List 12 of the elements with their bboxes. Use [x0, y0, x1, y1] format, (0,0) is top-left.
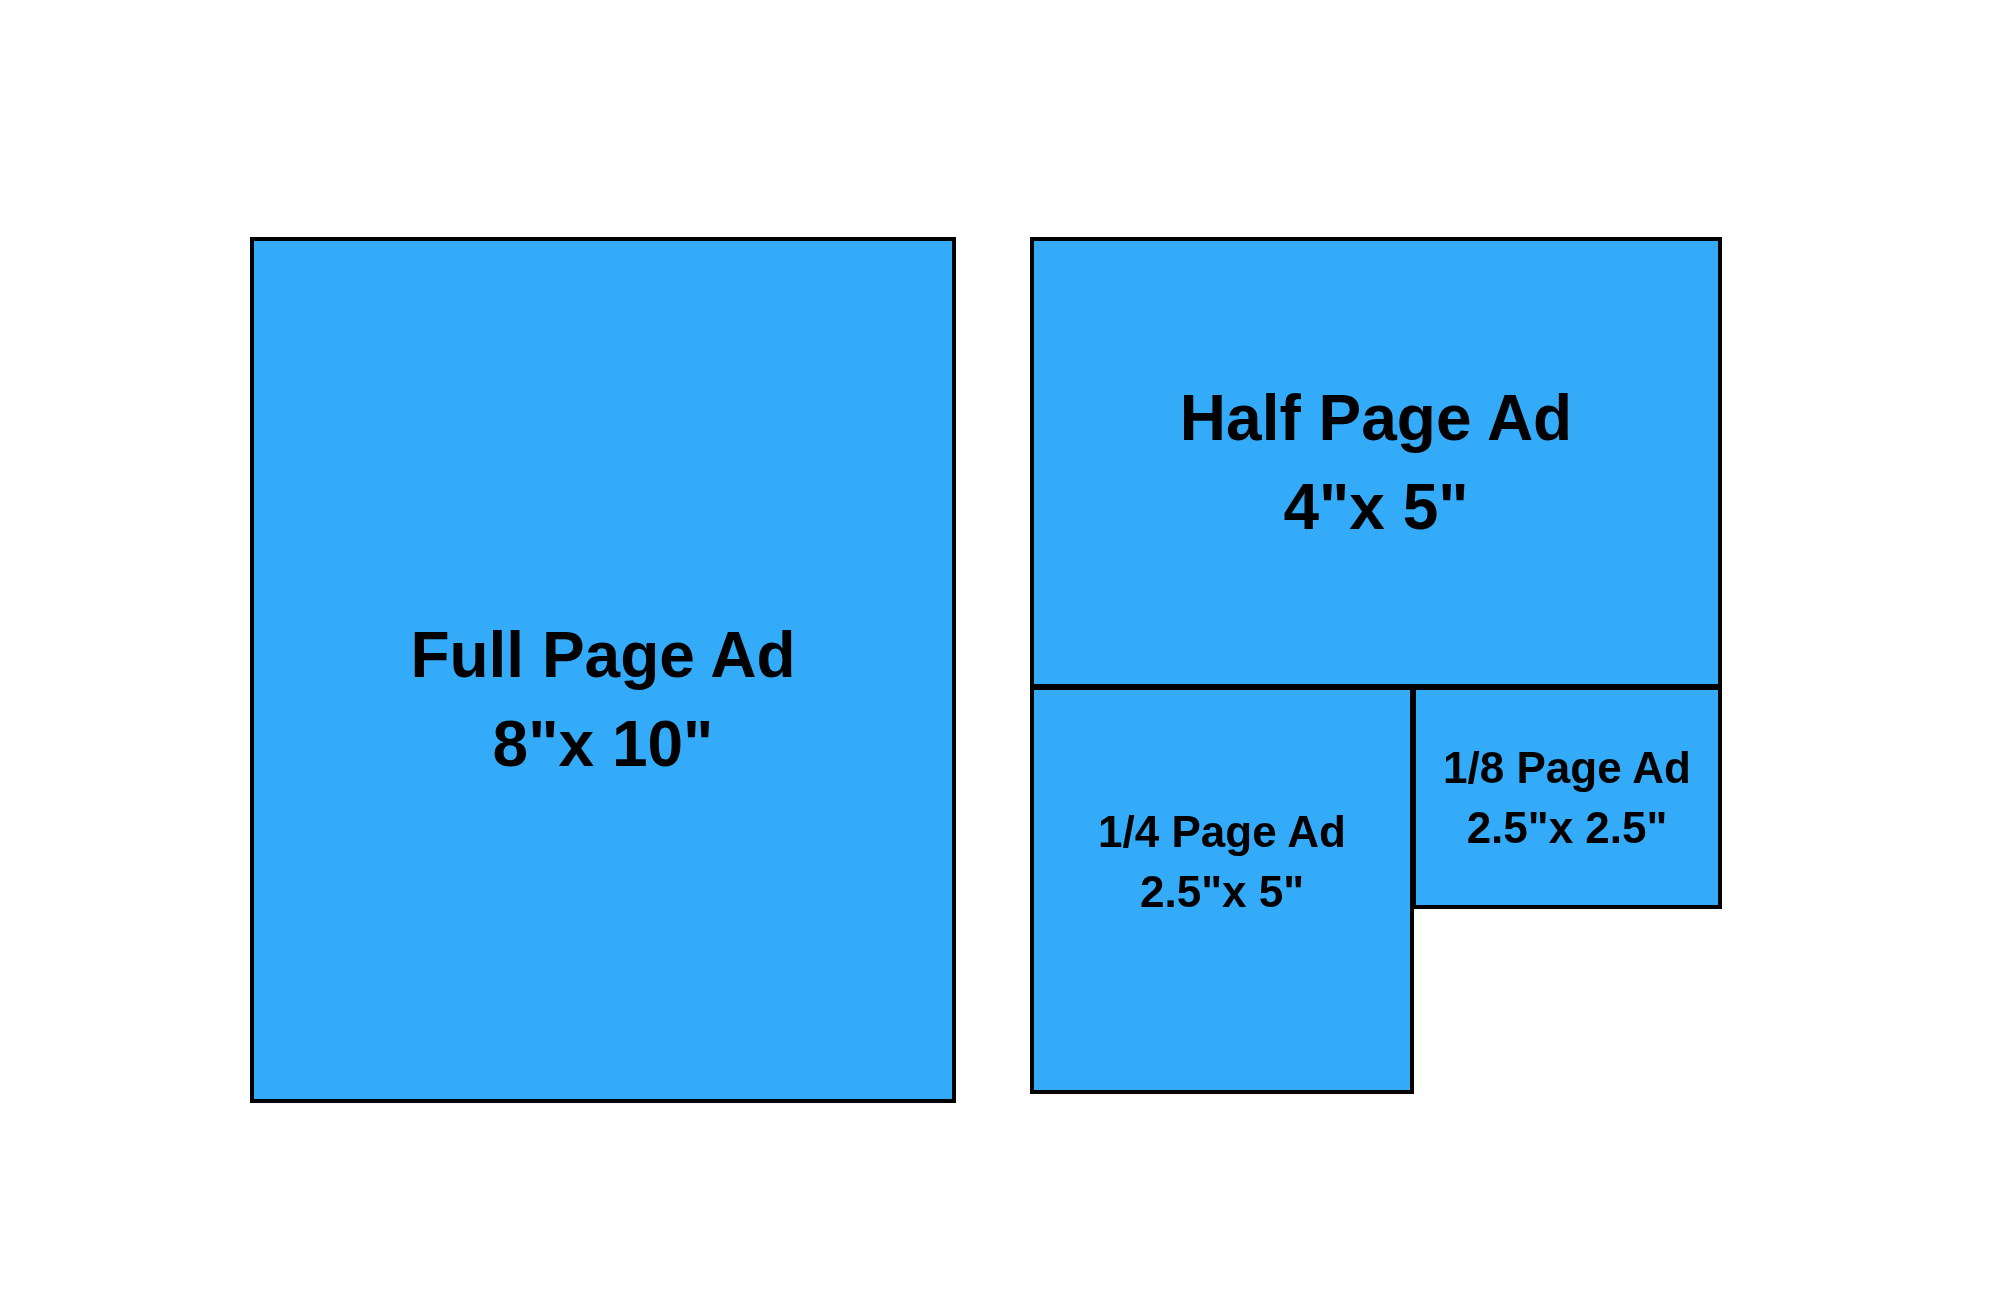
ad-space-block	[1412, 686, 1722, 909]
ad-dimensions: 2.5"x 2.5"	[1466, 801, 1668, 854]
ad-dimensions: 2.5"x 5"	[1139, 866, 1305, 918]
ad-format-name: 1/8 Page Ad	[1443, 741, 1691, 794]
ad-format-name: 1/4 Page Ad	[1098, 806, 1346, 858]
ad-dimensions: 8"x 10"	[492, 707, 714, 782]
ad-format-name: Half Page Ad	[1179, 380, 1573, 456]
ad-dimensions: 4"x 5"	[1283, 469, 1469, 545]
ad-format-name: Full Page Ad	[410, 618, 796, 693]
ad-space-block	[1030, 686, 1414, 1094]
ad-space-block	[250, 237, 956, 1103]
ad-space-block	[1030, 237, 1722, 688]
